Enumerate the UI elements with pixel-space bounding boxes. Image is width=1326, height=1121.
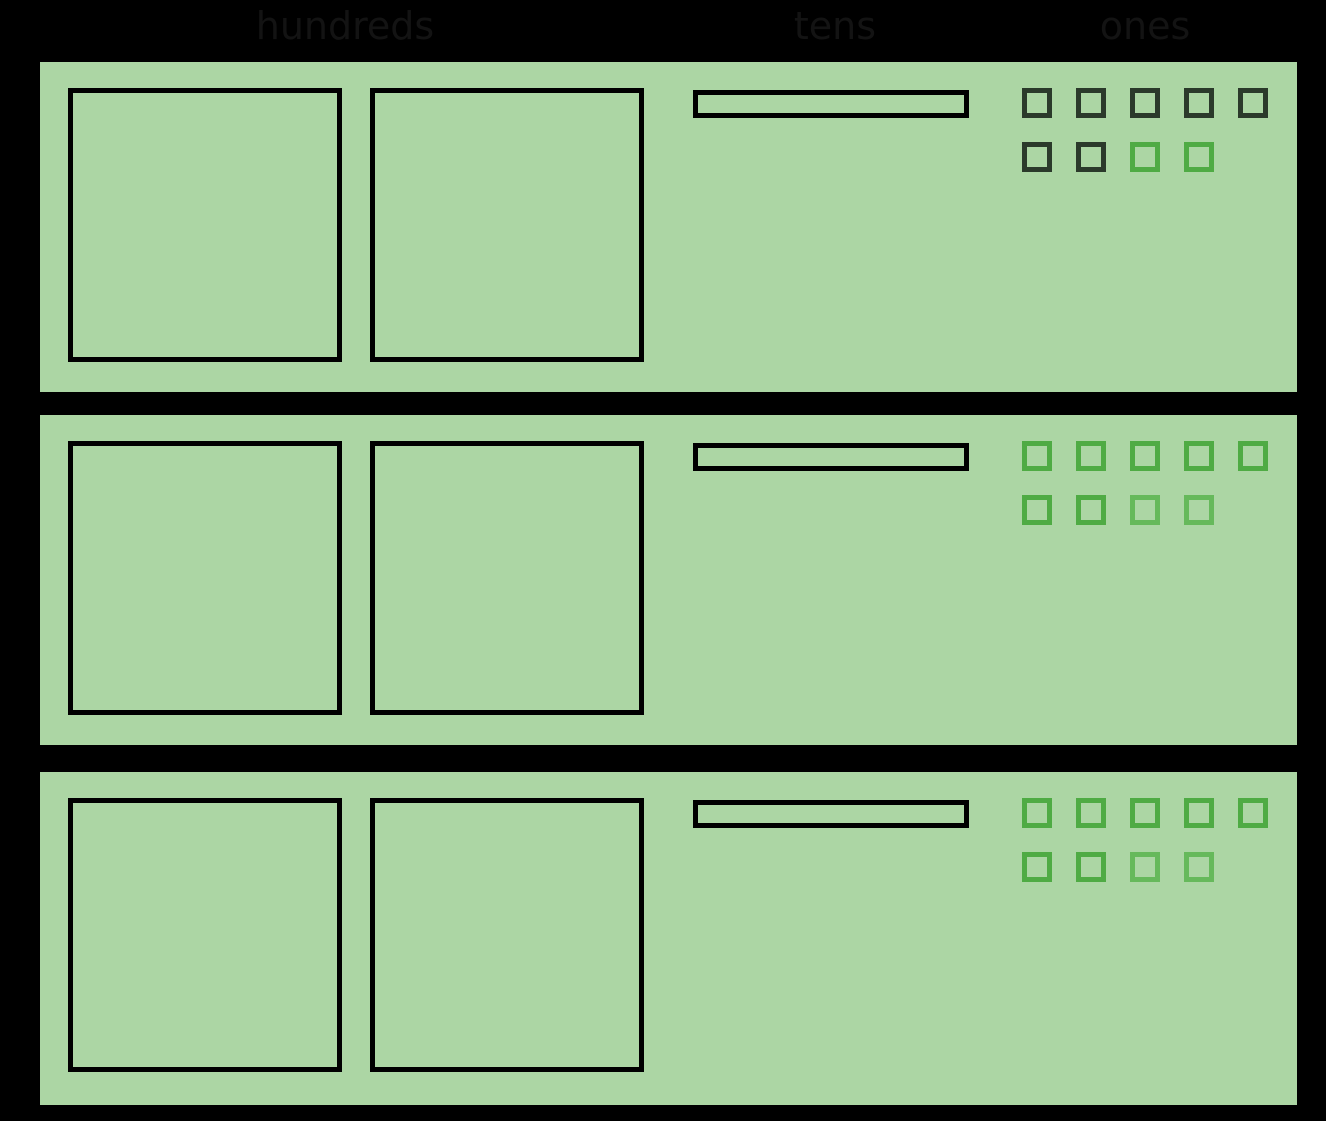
hundreds-flat-block[interactable] (370, 441, 644, 715)
column-label-ones: ones (1099, 4, 1191, 48)
ones-unit-block[interactable] (1130, 852, 1160, 882)
ones-unit-block[interactable] (1184, 142, 1214, 172)
hundreds-flat-block[interactable] (370, 88, 644, 362)
ones-unit-block[interactable] (1076, 441, 1106, 471)
ones-unit-block[interactable] (1130, 495, 1160, 525)
tens-rod-block[interactable] (693, 90, 969, 118)
ones-unit-block[interactable] (1130, 88, 1160, 118)
ones-unit-block[interactable] (1076, 852, 1106, 882)
ones-unit-block[interactable] (1130, 142, 1160, 172)
ones-unit-group (1022, 798, 1297, 913)
ones-unit-block[interactable] (1022, 798, 1052, 828)
ones-unit-block[interactable] (1184, 852, 1214, 882)
ones-unit-block[interactable] (1022, 441, 1052, 471)
ones-unit-block[interactable] (1076, 88, 1106, 118)
place-value-row[interactable] (40, 415, 1297, 745)
hundreds-flat-block[interactable] (370, 798, 644, 1072)
ones-unit-block[interactable] (1022, 142, 1052, 172)
ones-unit-block[interactable] (1238, 798, 1268, 828)
ones-unit-block[interactable] (1184, 88, 1214, 118)
ones-unit-block[interactable] (1184, 495, 1214, 525)
place-value-row[interactable] (40, 62, 1297, 392)
ones-unit-block[interactable] (1184, 441, 1214, 471)
ones-unit-block[interactable] (1076, 495, 1106, 525)
hundreds-flat-block[interactable] (68, 441, 342, 715)
ones-unit-block[interactable] (1184, 798, 1214, 828)
ones-unit-block[interactable] (1130, 798, 1160, 828)
hundreds-flat-block[interactable] (68, 88, 342, 362)
column-label-hundreds: hundreds (255, 4, 435, 48)
ones-unit-block[interactable] (1130, 441, 1160, 471)
column-header-band: hundreds tens ones (0, 0, 1326, 56)
column-label-tens: tens (793, 4, 877, 48)
ones-unit-block[interactable] (1022, 495, 1052, 525)
ones-unit-block[interactable] (1238, 88, 1268, 118)
ones-unit-block[interactable] (1022, 852, 1052, 882)
ones-unit-group (1022, 441, 1297, 556)
place-value-row[interactable] (40, 772, 1297, 1105)
tens-rod-block[interactable] (693, 443, 969, 471)
tens-rod-block[interactable] (693, 800, 969, 828)
ones-unit-block[interactable] (1076, 798, 1106, 828)
ones-unit-group (1022, 88, 1297, 203)
ones-unit-block[interactable] (1022, 88, 1052, 118)
ones-unit-block[interactable] (1076, 142, 1106, 172)
ones-unit-block[interactable] (1238, 441, 1268, 471)
hundreds-flat-block[interactable] (68, 798, 342, 1072)
